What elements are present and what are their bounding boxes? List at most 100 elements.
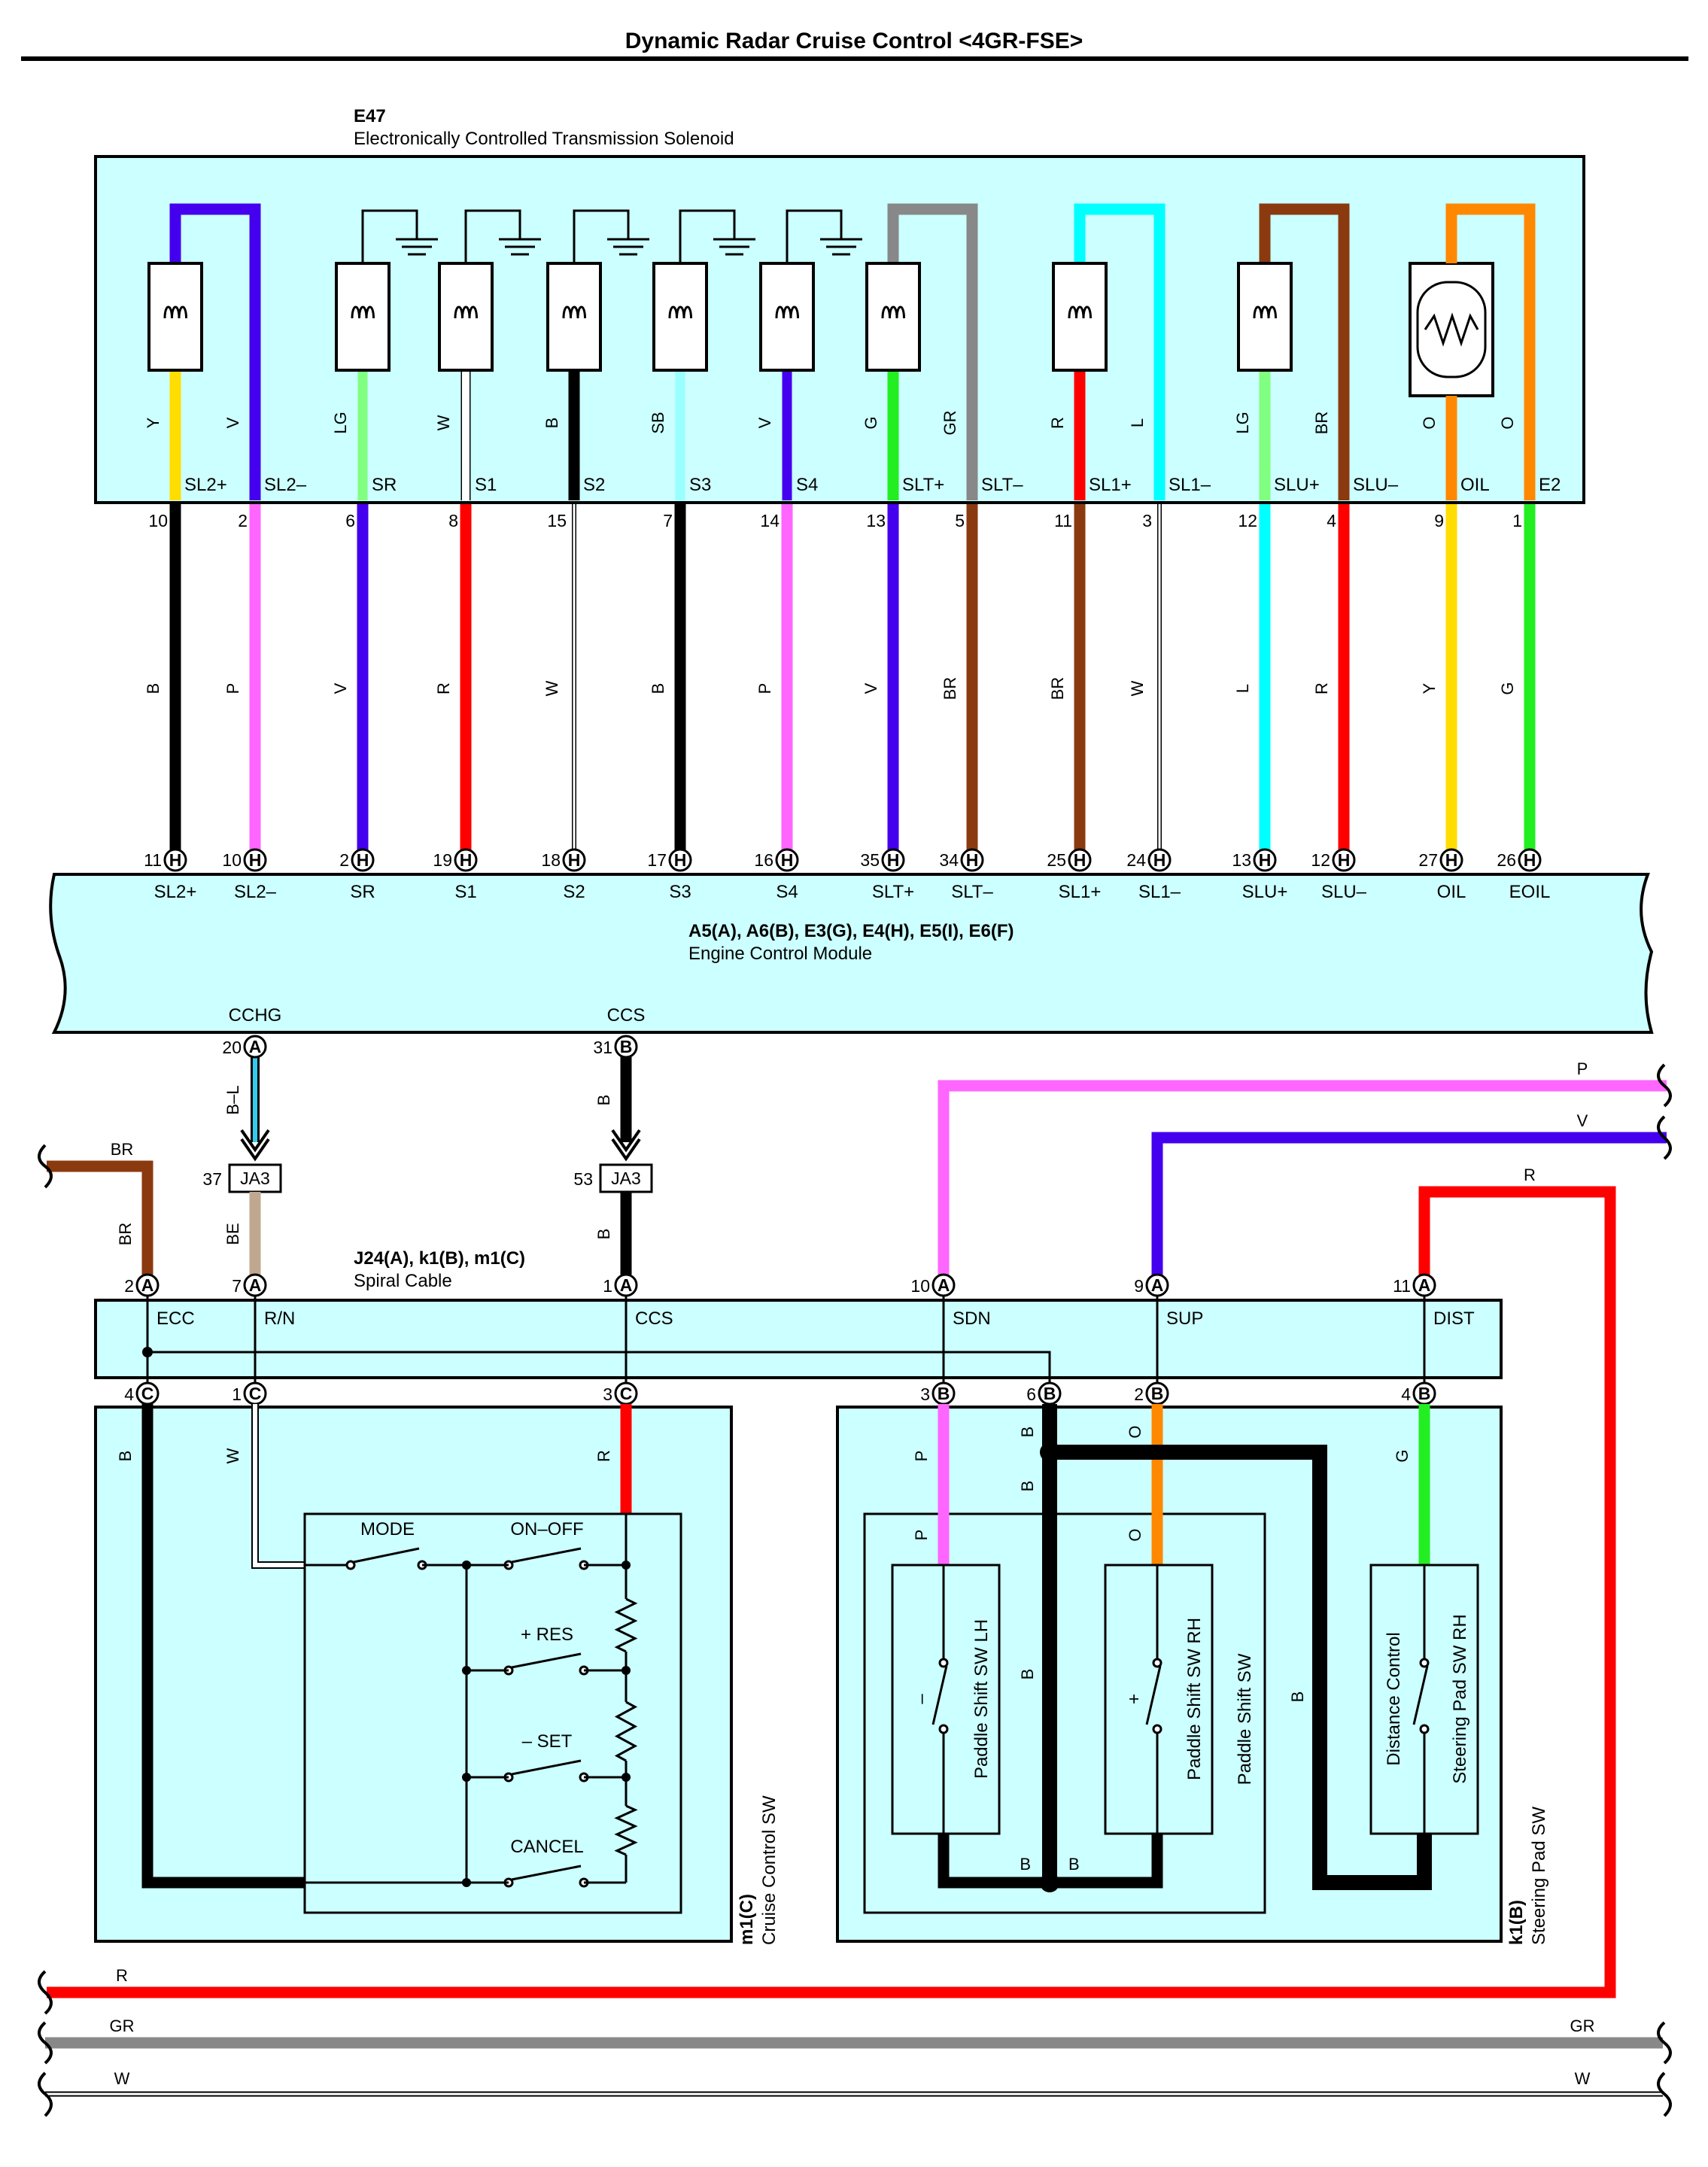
- ecm-lower-terminal-0: CCHG: [229, 1005, 282, 1026]
- steering-pad-id: k1(B): [1506, 1900, 1527, 1945]
- cruise-ladder-node-1: [622, 1666, 631, 1675]
- ecm-terminal-6: S4: [776, 882, 798, 902]
- cruise-resistor-1: [614, 1597, 638, 1653]
- solenoid-loop-1: [887, 203, 978, 500]
- spiral-bottom-connector-1-letter: C: [249, 1384, 262, 1403]
- solenoid-coil-6: [775, 305, 799, 319]
- ja3-label-1: JA3: [611, 1169, 641, 1188]
- ecm-connector-5-letter: H: [674, 850, 687, 870]
- break-mark-gr-right: [1657, 2021, 1672, 2065]
- solenoid-terminal-6: S4: [796, 475, 818, 495]
- ecm-lower-pin-0: 20: [222, 1038, 242, 1057]
- spiral-bottom-pin-5: 2: [1134, 1384, 1144, 1404]
- break-mark-v: [1657, 1115, 1672, 1160]
- pad-b-node-bottom: [1040, 1873, 1059, 1892]
- solenoid-wire-color-7: G: [862, 416, 880, 429]
- solenoid-pin-10: 3: [1142, 511, 1152, 530]
- solenoid-wire-color-4: B: [542, 418, 561, 429]
- solenoid-internals: YSL2+VSL2–LGSRWS1BS2SBS3VS4GSLT+GRSLT–RS…: [144, 203, 1561, 500]
- bus-label-w-right: W: [1575, 2069, 1591, 2088]
- solenoid-wire-color-1: V: [223, 417, 242, 428]
- harness-color-12: R: [1312, 682, 1331, 694]
- paddle-lh-contact-bottom: [938, 1724, 949, 1734]
- ecm-pin-11: 13: [1232, 850, 1251, 870]
- ecm-terminal-1: SL2–: [234, 882, 277, 902]
- solenoid-terminal-11: SLU+: [1274, 475, 1320, 495]
- harness-color-10: W: [1128, 680, 1147, 696]
- ecm-terminal-12: SLU–: [1321, 882, 1367, 902]
- solenoid-terminal-2: SR: [372, 475, 397, 495]
- solenoid-id: E47: [354, 106, 386, 126]
- pad-b-loop: [1050, 1445, 1432, 1890]
- solenoid-wire-color-0: Y: [144, 417, 163, 428]
- solenoid-wire-color-3: W: [434, 415, 453, 430]
- ecm-pin-3: 19: [433, 850, 452, 870]
- solenoid-pin-4: 15: [547, 511, 567, 530]
- paddle-lh-box: [891, 1564, 1001, 1835]
- solenoid-coil-0: [163, 305, 187, 319]
- solenoid-loop-3: [1259, 203, 1350, 500]
- solenoid-pin-12: 4: [1327, 511, 1336, 530]
- pad-b-color-2: B: [1018, 1481, 1037, 1492]
- solenoid-wire-color-8: GR: [941, 411, 959, 436]
- ecm-terminal-10: SL1–: [1138, 882, 1181, 902]
- cruise-resistor-2: [614, 1700, 638, 1762]
- ecm-connector-14-letter: H: [1524, 850, 1536, 870]
- spiral-sdn-in: [938, 1080, 1667, 1279]
- ecm-connector-10-letter: H: [1153, 850, 1166, 870]
- solenoid-wire-color-11: LG: [1233, 412, 1252, 433]
- harness-color-8: BR: [941, 677, 959, 701]
- solenoid-coil-box-9: [1052, 262, 1108, 372]
- link-below-color-1: B: [594, 1229, 613, 1240]
- ecm-connector-13-letter: H: [1445, 850, 1458, 870]
- spiral-top-pin-5: 11: [1393, 1276, 1411, 1296]
- spiral-top-pin-2: 1: [603, 1276, 612, 1296]
- solenoid-wire-color-9: R: [1048, 417, 1067, 429]
- ecm-connector-4-circle: [562, 848, 586, 872]
- ecm-connector-11-letter: H: [1259, 850, 1272, 870]
- oil-sensor-zigzag: [1424, 312, 1479, 347]
- solenoid-coil-box-4: [546, 262, 602, 372]
- cruise-switch-id: m1(C): [737, 1894, 757, 1945]
- spiral-bottom-connector-6-letter: B: [1418, 1384, 1431, 1403]
- spiral-top-pin-1: 7: [232, 1276, 242, 1296]
- solenoid-coil-box-5: [652, 262, 708, 372]
- paddle-rh-box: [1104, 1564, 1214, 1835]
- spiral-name: Spiral Cable: [354, 1271, 452, 1291]
- pad-g-color: G: [1393, 1449, 1412, 1462]
- ecm-connector-9-circle: [1068, 848, 1092, 872]
- ecm-connector-9-letter: H: [1074, 850, 1086, 870]
- spiral-bottom-connector-3-letter: B: [938, 1384, 950, 1403]
- ecm-pin-0: 11: [144, 850, 162, 870]
- harness-color-7: V: [862, 682, 880, 694]
- solenoid-wire-color-14: O: [1498, 416, 1517, 429]
- ja3-pin-0: 37: [202, 1169, 222, 1189]
- solenoid-pin-11: 12: [1238, 511, 1257, 530]
- solenoid-coil-11: [1253, 305, 1277, 319]
- spiral-top-terminal-1: R/N: [264, 1308, 295, 1329]
- spiral-bottom-connector-4-letter: B: [1044, 1384, 1056, 1403]
- solenoid-terminal-5: S3: [689, 475, 711, 495]
- ja3-box-0: [228, 1163, 282, 1193]
- paddle-rh-contact-bottom: [1152, 1724, 1162, 1734]
- solenoid-terminal-3: S1: [475, 475, 497, 495]
- ecm-connector-6-circle: [775, 848, 799, 872]
- cruise-switch-name: Cruise Control SW: [759, 1795, 780, 1945]
- solenoid-terminal-13: OIL: [1460, 475, 1490, 495]
- solenoid-coil-box-3: [438, 262, 494, 372]
- spiral-top-pin-3: 10: [910, 1276, 930, 1296]
- right-wire-label-v: V: [1577, 1111, 1588, 1130]
- spiral-bottom-pin-0: 4: [124, 1384, 134, 1404]
- cruise-node-3: [462, 1773, 471, 1782]
- spiral-top-terminal-5: DIST: [1433, 1308, 1475, 1329]
- cruise-switch-label-4: CANCEL: [510, 1837, 583, 1857]
- ecm-connector-5-circle: [668, 848, 692, 872]
- solenoid-coil-3: [454, 305, 478, 319]
- ecm-pin-9: 25: [1047, 850, 1066, 870]
- solenoid-coil-box-0: [147, 262, 203, 372]
- ecm-pin-13: 27: [1418, 850, 1438, 870]
- link-below-color-0: BE: [223, 1223, 242, 1245]
- ecm-connector-12-letter: H: [1338, 850, 1351, 870]
- spiral-cable-box: [94, 1299, 1503, 1379]
